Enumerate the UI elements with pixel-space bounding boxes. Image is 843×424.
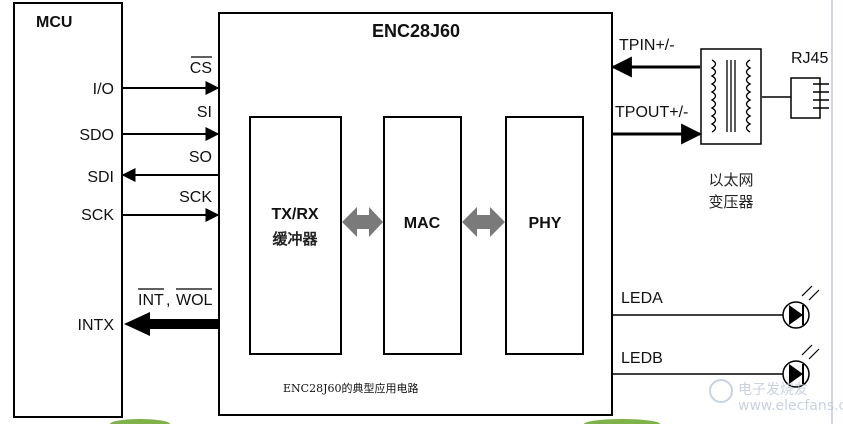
enc28j60-title: ENC28J60	[372, 21, 460, 41]
enc-signal-so: SO	[189, 149, 212, 166]
watermark: 电子发烧友 www.elecfans.com	[709, 379, 843, 414]
enc-signal-int: INT	[138, 292, 164, 309]
rj45-connector-icon	[790, 77, 829, 119]
txrx-mac-bidirectional-arrow	[342, 207, 383, 237]
green-decoration-left	[110, 419, 170, 424]
tpin-label: TPIN+/-	[619, 37, 675, 54]
mcu-pin-sdo: SDO	[79, 127, 114, 144]
enc-signal-cs: CS	[190, 60, 212, 77]
intx-thick-arrow	[124, 312, 218, 336]
mcu-pin-io: I/O	[93, 81, 114, 98]
phy-block	[505, 116, 584, 355]
mcu-pin-sck: SCK	[81, 207, 114, 224]
watermark-url: www.elecfans.com	[738, 398, 843, 414]
tpout-label: TPOUT+/-	[615, 104, 688, 121]
buffer-cn-label: 缓冲器	[272, 230, 318, 248]
mcu-pin-sdi: SDI	[87, 169, 114, 186]
mcu-pin-intx: INTX	[78, 317, 115, 334]
transformer-label-line1: 以太网	[708, 171, 753, 189]
txrx-buffer-block	[249, 116, 342, 355]
enc-signal-si: SI	[197, 104, 212, 121]
mcu-block	[13, 2, 123, 418]
phy-label: PHY	[529, 215, 562, 232]
transformer-coil-icon	[710, 59, 752, 133]
led-b-icon	[782, 344, 820, 388]
txrx-label: TX/RX	[271, 206, 318, 223]
mcu-title: MCU	[36, 14, 72, 31]
mac-block	[383, 116, 462, 355]
enc-signal-separator: ,	[166, 292, 170, 309]
ethernet-transformer-box	[700, 48, 762, 145]
watermark-cn: 电子发烧友	[738, 382, 808, 398]
ledb-label: LEDB	[621, 350, 663, 367]
green-decoration-right	[584, 419, 660, 424]
transformer-label-line2: 变压器	[708, 193, 753, 211]
mac-phy-bidirectional-arrow	[462, 207, 505, 237]
enc-signal-wol: WOL	[176, 292, 213, 309]
led-a-icon	[782, 285, 820, 329]
enc-signal-sck: SCK	[179, 189, 212, 206]
leda-label: LEDA	[621, 290, 663, 307]
rj45-label: RJ45	[791, 50, 828, 67]
mac-label: MAC	[404, 215, 441, 232]
circuit-caption: ENC28J60的典型应用电路	[283, 381, 418, 395]
